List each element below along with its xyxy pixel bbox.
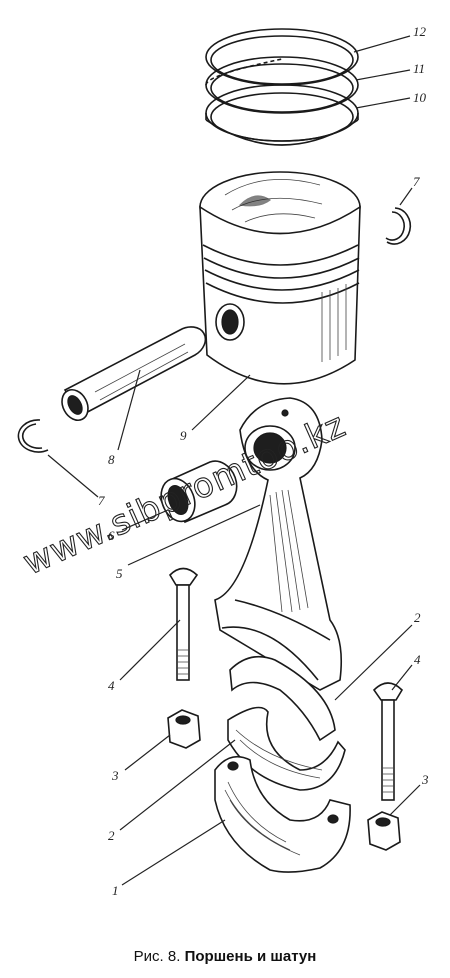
figure-caption: Рис. 8. Поршень и шатун xyxy=(0,948,450,965)
piston xyxy=(199,171,361,385)
nut-left xyxy=(167,709,201,749)
callout-7-top: 7 xyxy=(413,174,420,189)
callout-2-left: 2 xyxy=(108,828,115,843)
small-end-bushing xyxy=(160,460,238,524)
callout-labels: 12 11 10 7 9 8 7 6 5 2 4 4 3 3 2 1 xyxy=(98,24,429,898)
callout-9: 9 xyxy=(180,428,187,443)
piston-rings xyxy=(205,28,359,146)
callout-12: 12 xyxy=(413,24,427,39)
callout-4-left: 4 xyxy=(108,678,115,693)
callout-11: 11 xyxy=(413,61,425,76)
bearing-shell-upper xyxy=(229,655,336,742)
leader-lines xyxy=(47,35,421,886)
callout-4-right: 4 xyxy=(414,652,421,667)
callout-6: 6 xyxy=(108,528,115,543)
callout-2-right: 2 xyxy=(414,610,421,625)
bolt-left xyxy=(168,567,199,681)
callout-8: 8 xyxy=(108,452,115,467)
caption-title: Поршень и шатун xyxy=(184,948,317,965)
callout-10: 10 xyxy=(413,90,427,105)
callout-5: 5 xyxy=(116,566,123,581)
callout-1: 1 xyxy=(112,883,119,898)
circlip-upper xyxy=(385,207,412,245)
callout-3-right: 3 xyxy=(421,772,429,787)
bolt-right xyxy=(372,682,404,801)
piston-pin xyxy=(61,326,207,422)
nut-right xyxy=(367,811,401,851)
callout-3-left: 3 xyxy=(111,768,119,783)
caption-number: Рис. 8. xyxy=(133,948,181,965)
circlip-lower xyxy=(17,419,49,453)
bearing-shell-lower xyxy=(227,706,346,791)
callout-7-left: 7 xyxy=(98,493,105,508)
connecting-rod xyxy=(214,397,343,691)
connecting-rod-cap xyxy=(214,755,351,873)
